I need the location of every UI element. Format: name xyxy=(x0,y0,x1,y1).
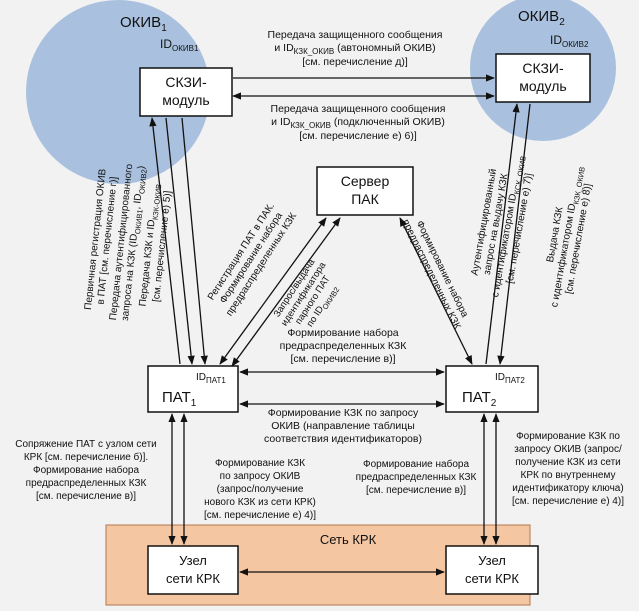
svg-text:нового КЗК из сети КРК): нового КЗК из сети КРК) xyxy=(204,497,316,508)
arrows xyxy=(149,74,531,576)
arrow-skzi2-pat2-b xyxy=(497,103,531,365)
label-pat-top: Формирование набора предраспределенных К… xyxy=(280,327,408,365)
svg-text:сети КРК: сети КРК xyxy=(166,571,220,586)
okiv1-id: IDОКИВ1 xyxy=(160,37,199,53)
skzi-module-1: СКЗИ- модуль xyxy=(139,67,233,117)
svg-text:Формирование набора: Формирование набора xyxy=(33,464,139,476)
pat2-box: IDПАТ2 ПАТ2 xyxy=(445,365,539,413)
krk-node-1: Узел сети КРК xyxy=(147,545,239,595)
svg-text:Узел: Узел xyxy=(478,553,506,568)
svg-text:Формирование КЗК по: Формирование КЗК по xyxy=(516,431,620,442)
label-bottom-left: Сопряжение ПАТ с узлом сети КРК [см. пер… xyxy=(15,439,157,502)
svg-text:IDПАТ1: IDПАТ1 xyxy=(196,372,226,385)
svg-text:ПАТ2: ПАТ2 xyxy=(462,389,497,409)
arrow-server-pat2 xyxy=(399,217,473,365)
svg-text:Передача защищенного сообщения: Передача защищенного сообщения xyxy=(268,29,443,41)
okiv1-circle xyxy=(26,0,210,184)
label-bottom-mid2: Формирование набора предраспределенных К… xyxy=(356,458,477,496)
arrow-skzi1-pat1-a xyxy=(149,117,181,365)
okiv2-id: IDОКИВ2 xyxy=(550,33,589,49)
svg-text:предраспределенных КЗК: предраспределенных КЗК xyxy=(26,478,147,489)
svg-text:Сервер: Сервер xyxy=(341,173,390,189)
arrow-skzi2-pat2-a xyxy=(485,103,520,365)
svg-text:(запрос/получение: (запрос/получение xyxy=(217,484,304,495)
krk-node-2: Узел сети КРК xyxy=(445,545,539,595)
svg-text:Узел: Узел xyxy=(179,553,207,568)
svg-text:получение КЗК из сети: получение КЗК из сети xyxy=(515,457,621,468)
label-bottom-right: Формирование КЗК по запросу ОКИВ (запрос… xyxy=(512,431,624,507)
svg-text:модуль: модуль xyxy=(519,78,566,94)
svg-text:[см. перечисление е) 6)]: [см. перечисление е) 6)] xyxy=(299,130,417,142)
svg-text:КРК по внутреннему: КРК по внутреннему xyxy=(521,470,616,481)
svg-text:[см. перечисление в)]: [см. перечисление в)] xyxy=(366,485,466,496)
svg-text:ОКИВ (направление таблицы: ОКИВ (направление таблицы xyxy=(271,420,415,432)
svg-text:сети КРК: сети КРК xyxy=(465,571,519,586)
krk-network-title: Сеть КРК xyxy=(320,532,377,547)
svg-text:и IDКЗК_ОКИВ (автономный ОКИВ): и IDКЗК_ОКИВ (автономный ОКИВ) xyxy=(274,42,435,56)
label-pat-bottom: Формирование КЗК по запросу ОКИВ (направ… xyxy=(264,407,422,445)
svg-text:запросу ОКИВ (запрос/: запросу ОКИВ (запрос/ xyxy=(514,444,622,455)
svg-text:[см. перечисление в)]: [см. перечисление в)] xyxy=(36,491,136,502)
okiv1-title: ОКИВ1 xyxy=(120,14,167,34)
svg-text:Передача защищенного сообщения: Передача защищенного сообщения xyxy=(271,103,446,115)
svg-text:идентификатору ключа): идентификатору ключа) xyxy=(512,482,623,494)
pat1-box: IDПАТ1 ПАТ1 xyxy=(147,365,239,413)
svg-text:Сопряжение ПАТ с узлом сети: Сопряжение ПАТ с узлом сети xyxy=(15,439,157,450)
svg-text:СКЗИ-: СКЗИ- xyxy=(165,74,207,90)
svg-text:IDПАТ2: IDПАТ2 xyxy=(495,372,525,385)
label-right-rotated: Аутентифицированный запрос на выдачу КЗК… xyxy=(469,155,595,308)
label-bottom-mid1: Формирование КЗК по запросу ОКИВ (запрос… xyxy=(204,458,316,521)
svg-text:Формирование набора: Формирование набора xyxy=(217,210,285,306)
svg-text:СКЗИ-: СКЗИ- xyxy=(522,60,564,76)
svg-text:Формирование КЗК по запросу: Формирование КЗК по запросу xyxy=(268,407,419,419)
svg-text:[см. перечисление е) 4)]: [см. перечисление е) 4)] xyxy=(512,496,624,507)
label-server-right: Формирование набора предраспределенных К… xyxy=(400,218,471,331)
label-connected: Передача защищенного сообщения и IDКЗК_О… xyxy=(271,103,446,142)
label-left-rotated: Первичная регистрация ОКИВ в ПАТ [см. пе… xyxy=(83,163,174,322)
skzi-module-2: СКЗИ- модуль xyxy=(495,53,591,103)
pak-server: Сервер ПАК xyxy=(316,166,414,216)
label-autonomous: Передача защищенного сообщения и IDКЗК_О… xyxy=(268,29,443,68)
svg-text:Формирование набора: Формирование набора xyxy=(363,458,469,470)
arrow-pat1-server-b xyxy=(231,217,341,367)
svg-text:ПАТ1: ПАТ1 xyxy=(162,389,197,409)
svg-text:модуль: модуль xyxy=(162,92,209,108)
svg-text:и IDКЗК_ОКИВ (подключенный ОКИ: и IDКЗК_ОКИВ (подключенный ОКИВ) xyxy=(271,116,445,130)
svg-text:Формирование набора: Формирование набора xyxy=(287,327,398,339)
svg-text:[см. перечисление в)]: [см. перечисление в)] xyxy=(290,353,395,365)
svg-text:Формирование КЗК: Формирование КЗК xyxy=(215,458,305,469)
okiv2-title: ОКИВ2 xyxy=(518,8,565,28)
arrow-skzi1-pat1-b xyxy=(165,117,195,365)
svg-text:КРК [см. перечисление б)].: КРК [см. перечисление б)]. xyxy=(24,451,148,463)
svg-text:предраспределенных КЗК: предраспределенных КЗК xyxy=(356,472,477,483)
svg-text:ПАК: ПАК xyxy=(351,191,379,207)
svg-text:соответствия идентификаторов): соответствия идентификаторов) xyxy=(264,433,422,445)
svg-text:по запросу ОКИВ: по запросу ОКИВ xyxy=(220,471,301,482)
svg-text:предраспределенных КЗК: предраспределенных КЗК xyxy=(280,340,408,352)
svg-text:[см. перечисление д)]: [см. перечисление д)] xyxy=(302,56,408,68)
svg-text:[см. перечисление е) 4)]: [см. перечисление е) 4)] xyxy=(204,510,316,521)
arrow-skzi1-pat1-c xyxy=(181,117,208,365)
